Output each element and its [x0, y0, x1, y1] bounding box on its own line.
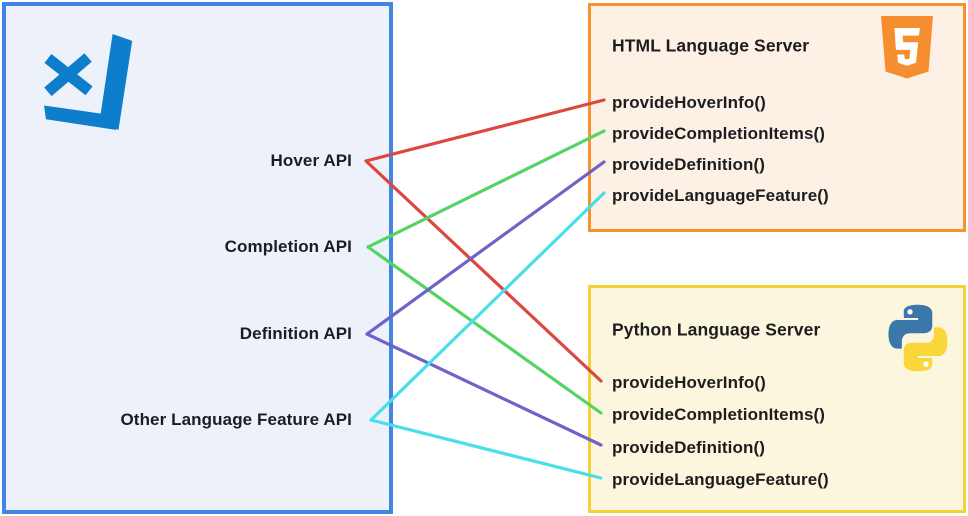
python-method-provide-language-feature: provideLanguageFeature(): [612, 470, 829, 489]
python-logo-icon: [888, 304, 948, 372]
html-method-provide-language-feature: provideLanguageFeature(): [612, 186, 829, 205]
html-method-provide-completion-items: provideCompletionItems(): [612, 124, 826, 143]
python-method-provide-definition: provideDefinition(): [612, 438, 765, 457]
html-method-provide-hover-info: provideHoverInfo(): [612, 93, 766, 112]
api-label-hover: Hover API: [270, 151, 352, 170]
vscode-editor-box: [2, 2, 393, 514]
api-label-completion: Completion API: [224, 237, 352, 256]
connection-line: [366, 245, 603, 415]
connection-line: [364, 98, 606, 163]
python-language-server-box: Python Language Server provideHoverInfo(…: [588, 285, 966, 513]
connection-line: [365, 332, 603, 447]
html-method-provide-definition: provideDefinition(): [612, 155, 765, 174]
python-server-title: Python Language Server: [612, 319, 821, 340]
python-method-provide-completion-items: provideCompletionItems(): [612, 405, 826, 424]
html5-logo-icon: [881, 16, 933, 79]
api-label-definition: Definition API: [239, 324, 352, 343]
html-language-server-box: HTML Language Server provideHoverInfo() …: [588, 3, 966, 232]
connection-line: [366, 129, 606, 249]
connection-line: [369, 418, 603, 480]
connection-line: [364, 159, 603, 383]
python-method-provide-hover-info: provideHoverInfo(): [612, 373, 766, 392]
html-server-title: HTML Language Server: [612, 35, 810, 56]
connection-line: [365, 160, 606, 336]
connection-line: [369, 191, 606, 422]
vscode-logo-icon: [44, 33, 133, 130]
api-label-other-feature: Other Language Feature API: [120, 410, 352, 429]
